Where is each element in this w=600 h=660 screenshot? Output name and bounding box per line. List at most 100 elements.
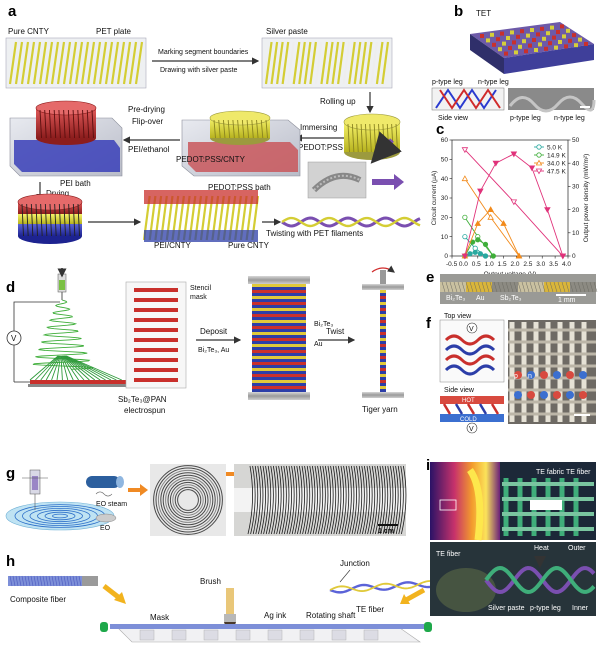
tiger-band xyxy=(380,311,386,314)
legend: 5.0 K14.9 K34.0 K47.5 K xyxy=(534,144,566,175)
tet-leg xyxy=(512,40,516,45)
legend-label: 5.0 K xyxy=(547,144,563,151)
coil-turn xyxy=(56,41,66,85)
coil-ring xyxy=(165,477,211,523)
composite-ridge xyxy=(12,575,16,587)
twist-line xyxy=(593,281,598,293)
coil-turn xyxy=(32,41,42,85)
label-pedot-cnty: PEDOT:PSS/CNTY xyxy=(176,155,246,164)
series-0 xyxy=(462,234,489,259)
coil-turn xyxy=(104,41,114,85)
label-sb-pan: Sb₂Te₃@PAN xyxy=(118,395,167,404)
spool-strand xyxy=(49,109,52,139)
fibre xyxy=(60,355,63,381)
te-loop xyxy=(444,354,496,366)
rotating-shaft-setup xyxy=(100,622,432,643)
fibre xyxy=(35,355,59,381)
y2-tick-label: 30 xyxy=(572,184,580,191)
spool-strand xyxy=(54,203,57,237)
y2-tick-label: 0 xyxy=(572,253,576,260)
coil-ring xyxy=(167,479,209,521)
label-heat: Heat xyxy=(534,545,549,552)
tet-leg xyxy=(562,34,566,39)
x-tick-label: 2.5 xyxy=(523,261,532,268)
deposit-band xyxy=(252,380,306,383)
wound-strand xyxy=(401,465,407,535)
tet-leg xyxy=(492,42,496,47)
coil-turn xyxy=(353,41,362,85)
tet-leg xyxy=(534,48,538,52)
data-point xyxy=(472,249,478,255)
tiger-band xyxy=(380,350,386,353)
y2-tick-label: 20 xyxy=(572,207,580,214)
label-tet: TET xyxy=(476,9,491,18)
label-composite: Composite fiber xyxy=(10,595,66,604)
tet-leg xyxy=(486,38,490,43)
twist-line xyxy=(581,281,586,293)
twist-line xyxy=(565,281,570,293)
fibre xyxy=(65,355,117,381)
leg-marker xyxy=(527,391,535,399)
tet-leg xyxy=(540,26,544,31)
twist-line xyxy=(497,281,502,293)
wound-strand xyxy=(388,465,394,535)
fibre xyxy=(64,355,101,381)
coil-ring xyxy=(160,472,216,528)
label-f-side-view: Side view xyxy=(444,387,475,394)
wound-strand xyxy=(271,465,277,535)
twist-line xyxy=(561,281,566,293)
spool-strand xyxy=(35,203,38,237)
leg-marker xyxy=(553,371,561,379)
label-e-scale: 1 mm xyxy=(558,297,576,304)
label-d-bi2te3: Bi₂Te₃ xyxy=(314,321,333,328)
twist-line xyxy=(509,281,514,293)
composite-ridge xyxy=(60,575,64,587)
tet-leg xyxy=(490,32,494,37)
deposit-band xyxy=(252,308,306,311)
spiral-ring xyxy=(37,509,83,523)
label-pei-ethanol: PEI/ethanol xyxy=(128,145,170,154)
wound-strand xyxy=(341,465,347,535)
deposit-band xyxy=(252,377,306,380)
leg-marker xyxy=(566,371,574,379)
n-segment xyxy=(144,230,258,242)
wound-strand xyxy=(385,465,391,535)
wound-strand xyxy=(328,465,334,535)
helix-strand xyxy=(484,565,596,595)
label-b-p-leg: p-type leg xyxy=(432,79,463,86)
tiger-band xyxy=(380,299,386,302)
data-point xyxy=(487,206,494,212)
deposit-band xyxy=(252,320,306,323)
deposit-band xyxy=(252,374,306,377)
data-point xyxy=(515,252,523,259)
wound-strand xyxy=(255,465,261,535)
side-leg xyxy=(478,403,488,415)
tiger-band xyxy=(380,302,386,305)
wound-strand xyxy=(250,465,256,535)
composite-ridge xyxy=(15,575,19,587)
legend-label: 14.9 K xyxy=(547,152,566,159)
fabric-photo xyxy=(307,161,367,199)
data-point xyxy=(477,251,483,257)
twist-line xyxy=(465,281,470,293)
fibre xyxy=(62,355,85,381)
fibre xyxy=(45,355,60,381)
tet-leg xyxy=(504,51,508,56)
twist-line xyxy=(589,281,594,293)
tet-leg xyxy=(554,45,558,50)
y-tick-label: 0 xyxy=(444,253,448,260)
wound-strand xyxy=(304,465,311,535)
tiger-band xyxy=(380,383,386,386)
twist-line xyxy=(573,281,578,293)
label-stencil: Stencil xyxy=(190,285,211,292)
wound-strand xyxy=(286,465,292,535)
tet-leg xyxy=(532,38,536,42)
label-drawing: Drawing with silver paste xyxy=(160,67,238,74)
label-twist: Twist xyxy=(326,327,345,336)
tiger-band xyxy=(380,332,386,335)
tet-leg xyxy=(498,47,502,52)
tiger-band xyxy=(380,380,386,383)
mask-slot xyxy=(331,629,347,641)
twist-line xyxy=(457,281,462,293)
